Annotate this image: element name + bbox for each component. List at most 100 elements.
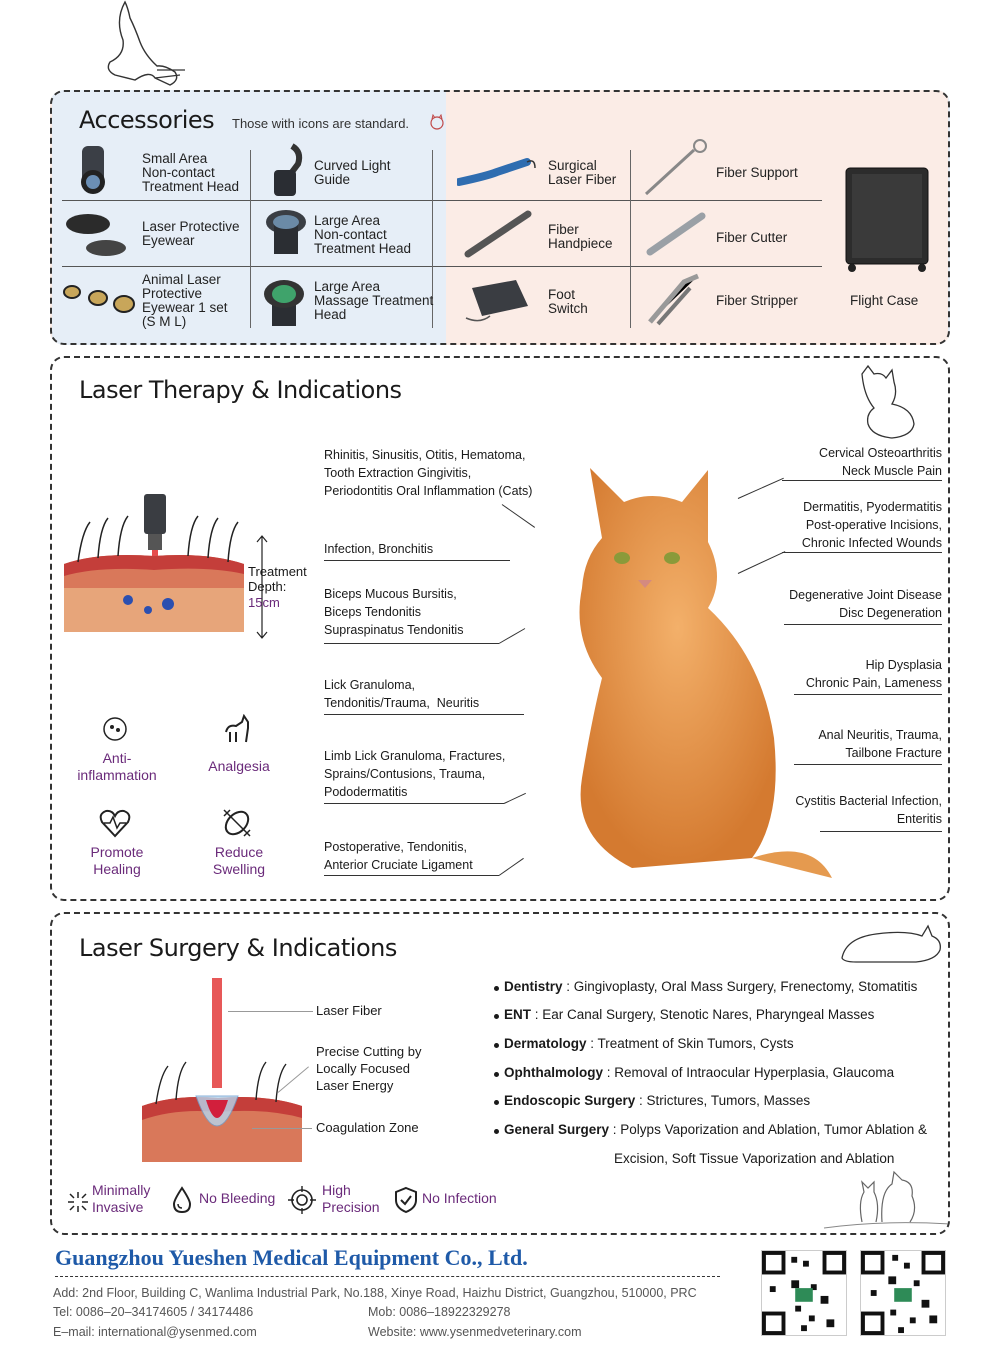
depth-value: 15cm (248, 595, 280, 610)
pointer-line (820, 831, 942, 832)
pointer-line (794, 694, 942, 695)
indication-dermatitis: Dermatitis, Pyodermatitis Post-operative… (801, 500, 942, 550)
indication-postoperative: Postoperative, Tendonitis, Anterior Cruc… (324, 840, 473, 872)
qr-code-icon[interactable] (860, 1250, 946, 1336)
acc-label-fiber-support: Fiber Support (716, 165, 798, 180)
acc-label-large-head: Large Area Non-contact Treatment Head (314, 213, 412, 256)
accessories-subtitle: Those with icons are standard. (232, 116, 410, 131)
acc-label-surgical-fiber: Surgical Laser Fiber (548, 158, 617, 187)
indication-anal: Anal Neuritis, Trauma, Tailbone Fracture (818, 728, 942, 760)
acc-label-eyewear: Laser Protective Eyewear (142, 219, 240, 248)
diagram-label-coagulation: Coagulation Zone (316, 1120, 419, 1135)
qr-code-icon[interactable] (761, 1250, 847, 1336)
indication-limb: Limb Lick Granuloma, Fractures, Sprains/… (324, 749, 506, 799)
feature-high-precision: High Precision (322, 1182, 380, 1215)
benefit-swelling: Reduce Swelling (212, 844, 266, 877)
analgesia-icon (225, 714, 249, 743)
light-guide-icon (274, 143, 303, 196)
surgery-item-dentistry: Dentistry : Gingivoplasty, Oral Mass Sur… (504, 979, 918, 994)
col-divider (432, 150, 433, 328)
col-divider (630, 150, 631, 328)
surgery-item-endoscopic: Endoscopic Surgery : Strictures, Tumors,… (504, 1093, 811, 1108)
acc-label-cutter: Fiber Cutter (716, 230, 788, 245)
flight-case-icon (845, 167, 929, 272)
fiber-support-icon (644, 139, 707, 196)
laser-fiber-icon (457, 158, 536, 186)
depth-arrow-icon (256, 535, 268, 639)
feature-no-bleeding: No Bleeding (199, 1190, 276, 1206)
feature-no-infection: No Infection (422, 1190, 497, 1206)
diagram-label-fiber: Laser Fiber (316, 1003, 382, 1018)
depth-label: Treatment Depth: (248, 564, 307, 594)
no-bleeding-icon (172, 1186, 192, 1214)
pointer-line (252, 1128, 312, 1129)
pointer-line (784, 624, 942, 625)
stretching-cat-icon (107, 0, 185, 86)
benefit-healing: Promote Healing (90, 844, 144, 877)
acc-label-animal-eyewear: Animal Laser Protective Eyewear 1 set (S… (142, 272, 228, 329)
acc-label-small-area-head: Small Area Non-contact Treatment Head (142, 151, 240, 194)
healing-icon (99, 809, 131, 838)
surgery-item-dermatology: Dermatology : Treatment of Skin Tumors, … (504, 1036, 794, 1051)
indication-biceps: Biceps Mucous Bursitis, Biceps Tendoniti… (324, 587, 464, 637)
indication-mouth: Rhinitis, Sinusitis, Otitis, Hematoma, T… (324, 448, 533, 498)
company-website[interactable]: Website: www.ysenmedveterinary.com (368, 1325, 582, 1339)
accessories-panel: Accessories Those with icons are standar… (50, 90, 950, 345)
bullet (494, 1043, 499, 1048)
company-email[interactable]: E–mail: international@ysenmed.com (53, 1325, 257, 1339)
surgery-item-ophthalmology: Ophthalmology : Removal of Intraocular H… (504, 1065, 895, 1080)
pointer-line (324, 714, 524, 715)
pointer-line (782, 480, 942, 481)
no-infection-icon (395, 1186, 417, 1214)
acc-label-foot-switch: Foot Switch (548, 287, 588, 316)
massage-head-icon (264, 280, 304, 326)
acc-label-curved-guide: Curved Light Guide (314, 158, 391, 187)
bullet (494, 1014, 499, 1019)
precision-icon (288, 1186, 316, 1214)
therapy-title: Laser Therapy & Indications (79, 376, 402, 404)
pointer-line (228, 1011, 313, 1012)
bullet (494, 1072, 499, 1077)
indication-hip: Hip Dysplasia Chronic Pain, Lameness (805, 658, 942, 690)
bullet (494, 1100, 499, 1105)
large-head-icon (266, 210, 306, 254)
acc-label-flight-case: Flight Case (850, 293, 919, 308)
pointer-line (324, 560, 510, 561)
foot-switch-icon (465, 280, 528, 322)
company-mob: Mob: 0086–18922329278 (368, 1305, 511, 1319)
swelling-icon (223, 809, 251, 837)
pointer-line (324, 803, 504, 804)
skin-tissue-diagram (64, 494, 244, 632)
surgery-panel: Laser Surgery & Indications Laser Fiber … (50, 912, 950, 1235)
cutter-icon (646, 212, 706, 256)
footer-divider (55, 1276, 720, 1277)
surgery-item-general-continued: Excision, Soft Tissue Vaporization and A… (614, 1151, 895, 1166)
pointer-line (324, 643, 499, 644)
stripper-icon (648, 273, 699, 326)
acc-label-handpiece: Fiber Handpiece (548, 222, 613, 251)
company-address: Add: 2nd Floor, Building C, Wanlima Indu… (53, 1286, 697, 1300)
pointer-line (782, 552, 942, 553)
col-divider (250, 150, 251, 328)
lying-cat-icon (841, 924, 941, 963)
benefit-anti-inflammation: Anti- inflammation (77, 750, 157, 783)
minimally-invasive-icon (68, 1192, 88, 1212)
handpiece-icon (464, 210, 532, 258)
bullet (494, 1129, 499, 1134)
sitting-cat-icon (861, 364, 915, 439)
treatment-head-icon (81, 146, 105, 194)
surgery-item-general: General Surgery : Polyps Vaporization an… (504, 1122, 927, 1137)
pointer-line (794, 764, 942, 765)
eyewear-icon (66, 214, 126, 256)
indication-cystitis: Cystitis Bacterial Infection, Enteritis (795, 794, 942, 826)
row-divider (62, 266, 822, 267)
feature-minimally-invasive: Minimally Invasive (92, 1182, 151, 1215)
therapy-panel: Laser Therapy & Indications Treatment De… (50, 356, 950, 901)
anti-inflammation-icon (103, 717, 127, 741)
benefit-analgesia: Analgesia (208, 758, 270, 774)
cat-dog-sketch-icon (823, 1170, 948, 1229)
indication-cervical: Cervical Osteoarthritis Neck Muscle Pain (819, 446, 942, 478)
company-name: Guangzhou Yueshen Medical Equipment Co.,… (55, 1245, 528, 1270)
pointer-line (324, 875, 499, 876)
indication-joint: Degenerative Joint Disease Disc Degenera… (789, 588, 942, 620)
